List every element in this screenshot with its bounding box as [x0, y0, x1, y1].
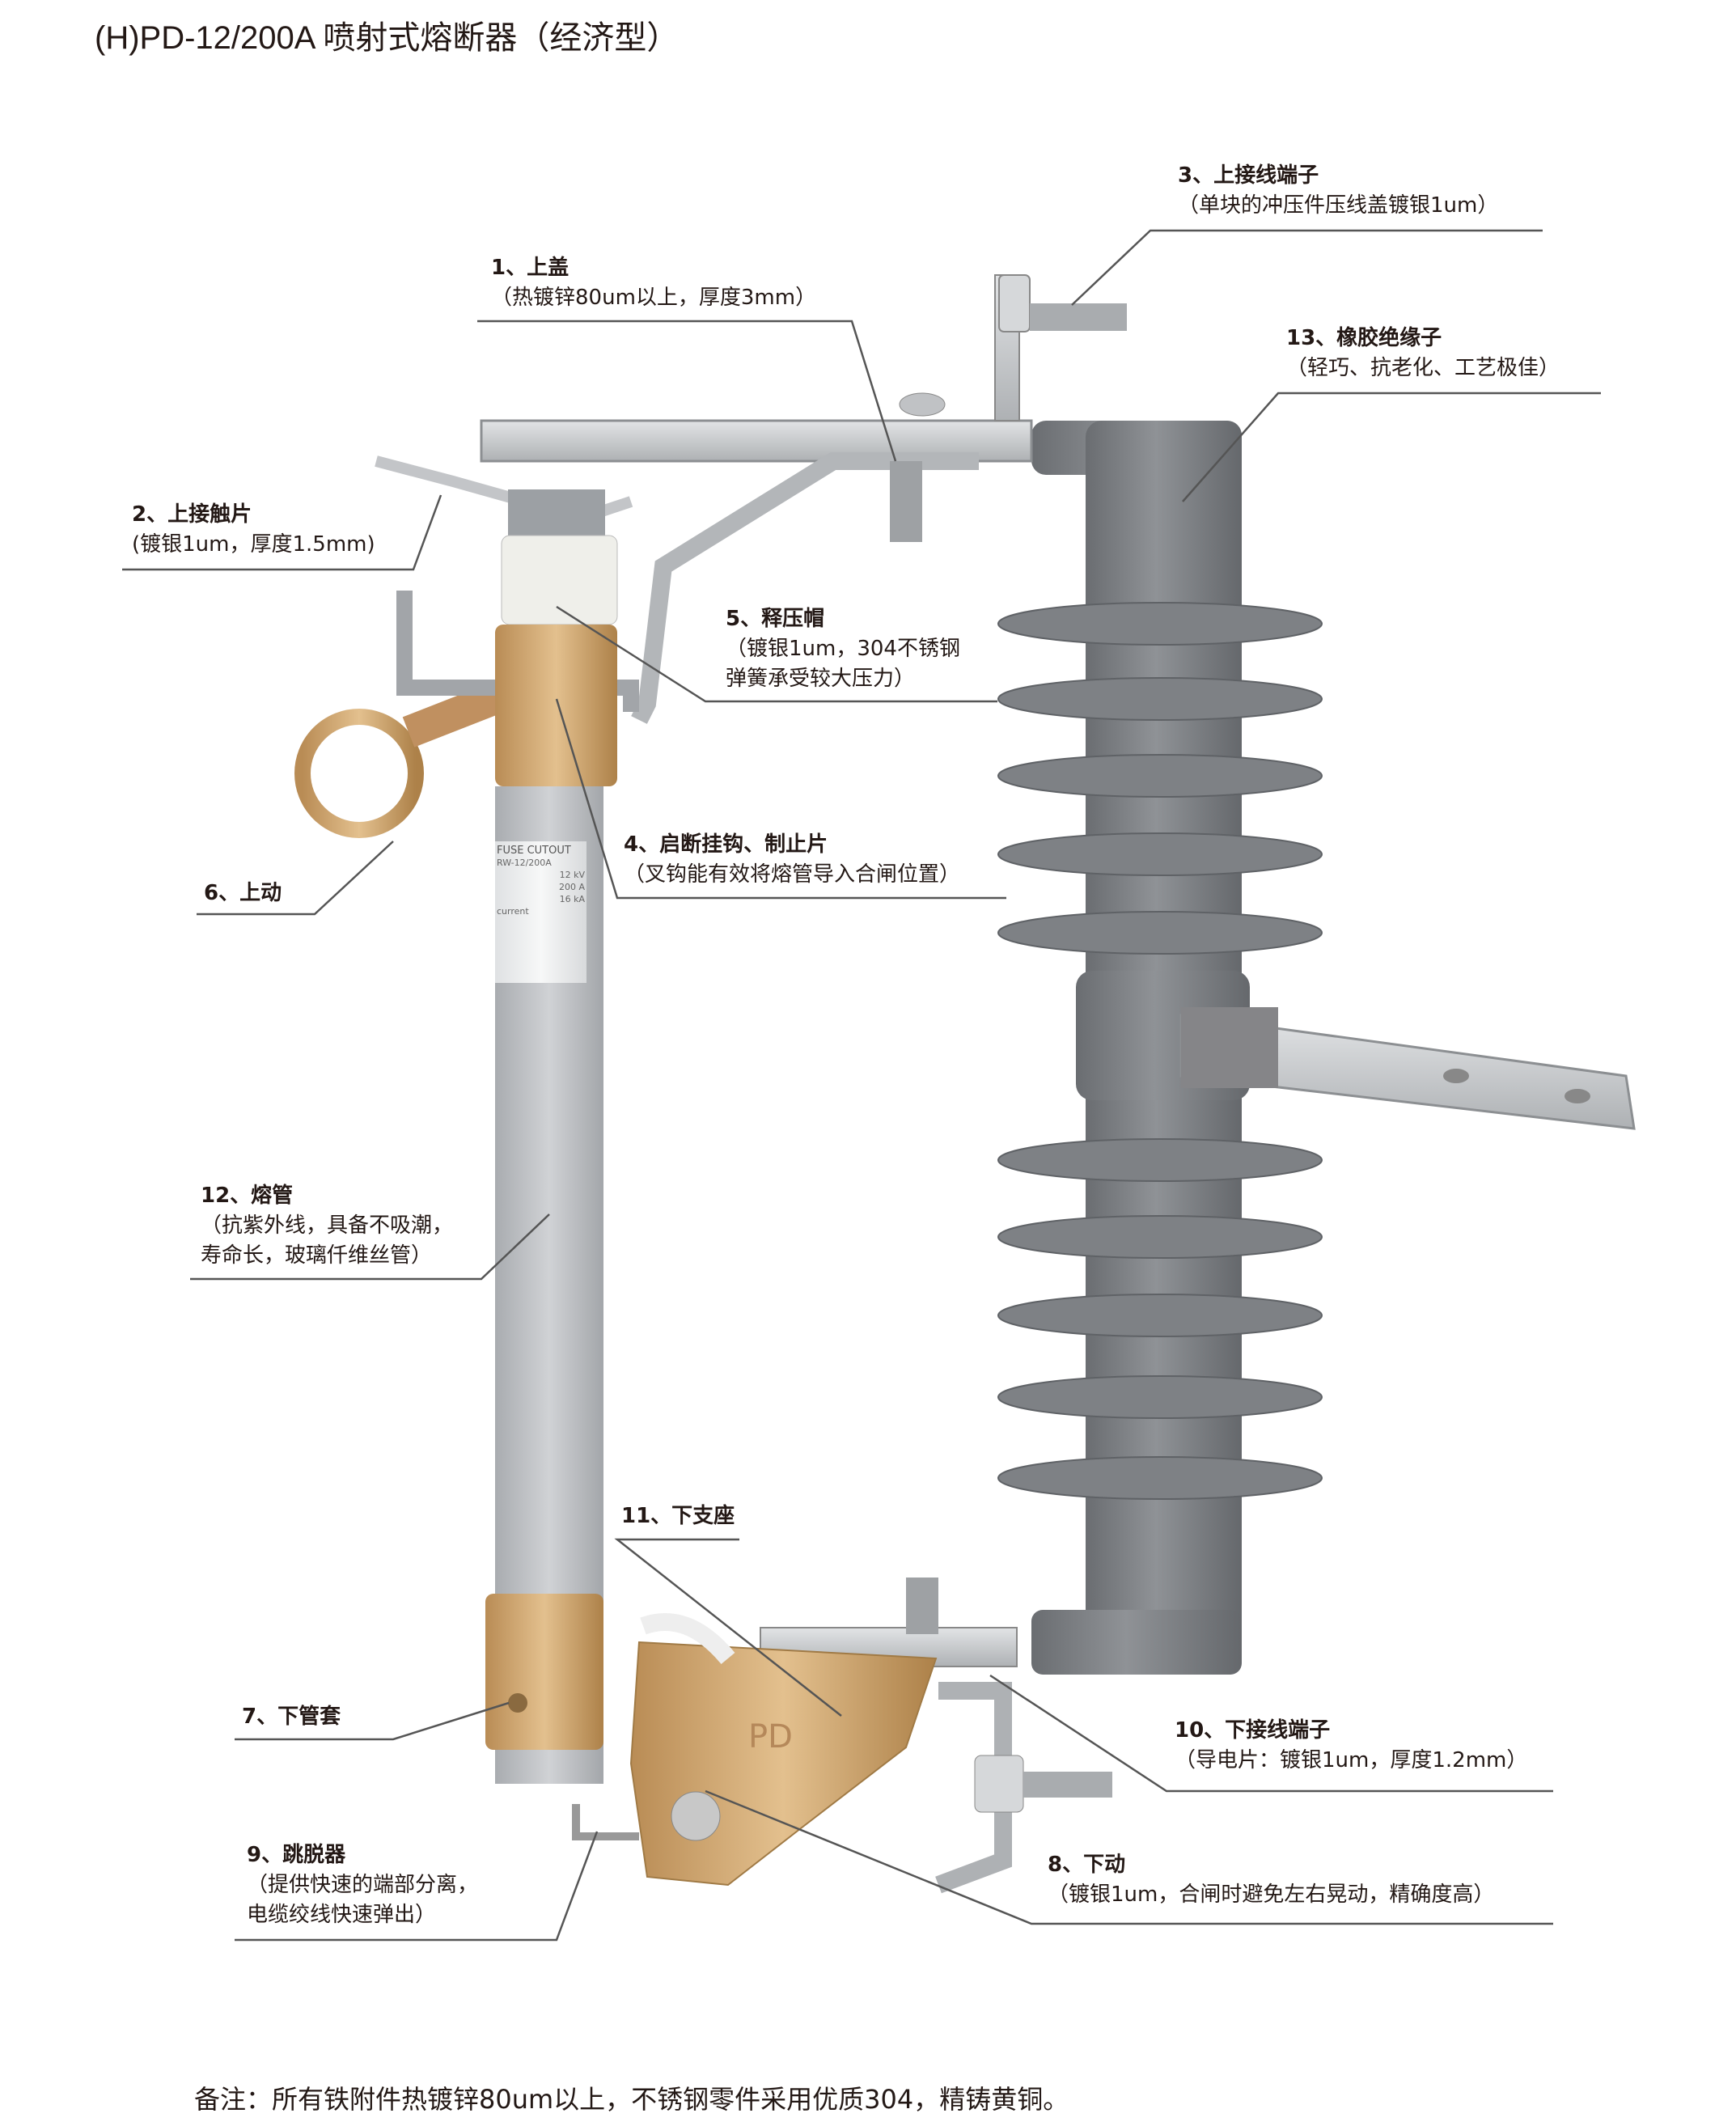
lower-tube-sleeve — [485, 1594, 603, 1750]
callout-lower-terminal: 10、下接线端子 （导电片：镀银1um，厚度1.2mm） — [1175, 1715, 1527, 1776]
callout-desc: 弹簧承受较大压力） — [726, 667, 916, 691]
pull-ring — [294, 709, 424, 838]
callout-heading: 7、下管套 — [242, 1705, 341, 1729]
callout-upper-cover: 1、上盖 （热镀锌80um以上，厚度3mm） — [491, 252, 816, 313]
callout-heading: 3、上接线端子 — [1178, 163, 1319, 188]
callout-desc: （热镀锌80um以上，厚度3mm） — [491, 286, 817, 310]
tube-label-breaking: 16 kA — [559, 894, 585, 904]
ring-arm — [402, 680, 508, 747]
callout-desc: （镀银1um，304不锈钢 — [726, 637, 960, 661]
spring — [508, 489, 605, 538]
callout-heading: 2、上接触片 — [132, 502, 252, 527]
callout-desc: （镀银1um，合闸时避免左右晃动，精确度高） — [1048, 1882, 1495, 1907]
callout-heading: 1、上盖 — [491, 256, 569, 280]
sleeve-rivet — [508, 1693, 527, 1713]
fuse-tube-label: FUSE CUTOUT RW-12/200A 12 kV 200 A 16 kA… — [495, 841, 586, 983]
callout-upper-contact: 2、上接触片 (镀银1um，厚度1.5mm) — [132, 499, 375, 560]
tube-label-model: RW-12/200A — [497, 858, 552, 868]
callout-release-cap: 5、释压帽 （镀银1um，304不锈钢 弹簧承受较大压力） — [726, 603, 960, 694]
page-title: (H)PD-12/200A 喷射式熔断器（经济型） — [95, 20, 680, 56]
callout-heading: 6、上动 — [204, 881, 282, 905]
callout-heading: 9、跳脱器 — [247, 1843, 346, 1867]
callout-heading: 12、熔管 — [201, 1184, 294, 1208]
callout-desc: 电缆绞线快速弹出） — [247, 1903, 437, 1927]
callout-desc: （叉钩能有效将熔管导入合闸位置） — [624, 862, 961, 887]
callout-fuse-tube: 12、熔管 （抗紫外线，具备不吸潮， 寿命长，玻璃仟维丝管） — [201, 1180, 453, 1271]
callout-heading: 5、释压帽 — [726, 607, 825, 631]
callout-desc: 寿命长，玻璃仟维丝管） — [201, 1243, 433, 1268]
callout-heading: 10、下接线端子 — [1175, 1718, 1331, 1743]
callout-hook: 4、启断挂钩、制止片 （叉钩能有效将熔管导入合闸位置） — [624, 829, 960, 890]
upper-cover — [480, 274, 1127, 724]
callout-desc: （导电片：镀银1um，厚度1.2mm） — [1175, 1748, 1528, 1772]
callout-upper-terminal: 3、上接线端子 （单块的冲压件压线盖镀银1um） — [1178, 160, 1498, 221]
mounting-bracket — [1179, 1007, 1636, 1130]
callout-insulator: 13、橡胶绝缘子 （轻巧、抗老化、工艺极佳） — [1286, 323, 1560, 383]
lower-assembly: PD — [572, 1578, 1112, 1894]
pressure-release-cap — [501, 535, 618, 625]
tube-label-voltage: 12 kV — [559, 870, 585, 880]
callout-desc: （轻巧、抗老化、工艺极佳） — [1286, 356, 1560, 380]
callout-upper-moving: 6、上动 — [204, 878, 282, 908]
callout-desc: (镀银1um，厚度1.5mm) — [132, 532, 375, 557]
callout-trip-device: 9、跳脱器 （提供快速的端部分离， 电缆绞线快速弹出） — [247, 1840, 478, 1930]
callout-heading: 4、启断挂钩、制止片 — [624, 832, 828, 857]
tube-label-extra: current — [497, 906, 529, 917]
tube-label-heading: FUSE CUTOUT — [497, 845, 571, 857]
callout-heading: 13、橡胶绝缘子 — [1286, 326, 1442, 350]
pd-mark: PD — [748, 1718, 793, 1755]
callout-desc: （单块的冲压件压线盖镀银1um） — [1178, 193, 1499, 218]
rubber-insulator — [997, 421, 1323, 1675]
leader-lines — [122, 229, 1601, 1942]
callout-lower-moving: 8、下动 （镀银1um，合闸时避免左右晃动，精确度高） — [1048, 1849, 1494, 1910]
callout-desc: （提供快速的端部分离， — [247, 1873, 479, 1897]
callout-lower-base: 11、下支座 — [621, 1501, 735, 1531]
callout-desc: （抗紫外线，具备不吸潮， — [201, 1213, 454, 1238]
tube-label-current: 200 A — [558, 882, 585, 892]
footnote: 备注：所有铁附件热镀锌80um以上，不锈钢零件采用优质304，精铸黄铜。 — [194, 2084, 1069, 2115]
callout-heading: 11、下支座 — [621, 1504, 735, 1528]
callout-heading: 8、下动 — [1048, 1853, 1126, 1877]
upper-brass — [495, 625, 617, 786]
callout-lower-sleeve: 7、下管套 — [242, 1701, 341, 1732]
